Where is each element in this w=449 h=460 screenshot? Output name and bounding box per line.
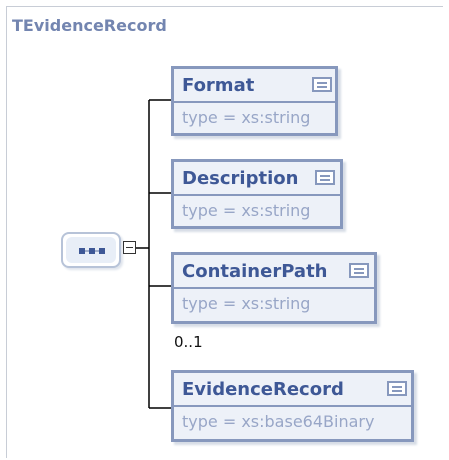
element-header: ContainerPath xyxy=(174,255,374,289)
element-box-description[interactable]: Description type = xs:string xyxy=(171,159,343,229)
element-header: Format xyxy=(174,69,335,103)
element-type: type = xs:base64Binary xyxy=(182,412,375,431)
complex-type-title: TEvidenceRecord xyxy=(12,16,167,35)
documentation-icon[interactable] xyxy=(312,77,332,92)
element-header: EvidenceRecord xyxy=(174,373,411,407)
element-box-evidencerecord[interactable]: EvidenceRecord type = xs:base64Binary xyxy=(171,370,414,442)
element-name: ContainerPath xyxy=(182,261,328,282)
diagram-frame xyxy=(6,6,443,458)
element-name: EvidenceRecord xyxy=(182,379,344,400)
element-type: type = xs:string xyxy=(182,294,311,313)
collapse-toggle[interactable] xyxy=(123,241,136,254)
sequence-compositor[interactable] xyxy=(61,232,121,268)
element-name: Format xyxy=(182,75,255,96)
element-name: Description xyxy=(182,168,299,189)
documentation-icon[interactable] xyxy=(387,381,407,396)
sequence-icon xyxy=(79,248,105,254)
element-type: type = xs:string xyxy=(182,201,311,220)
element-box-format[interactable]: Format type = xs:string xyxy=(171,66,338,136)
documentation-icon[interactable] xyxy=(349,263,369,278)
documentation-icon[interactable] xyxy=(315,170,335,185)
element-box-containerpath[interactable]: ContainerPath type = xs:string xyxy=(171,252,377,324)
occurrence-label: 0..1 xyxy=(174,333,203,351)
element-type: type = xs:string xyxy=(182,108,311,127)
element-header: Description xyxy=(174,162,340,196)
